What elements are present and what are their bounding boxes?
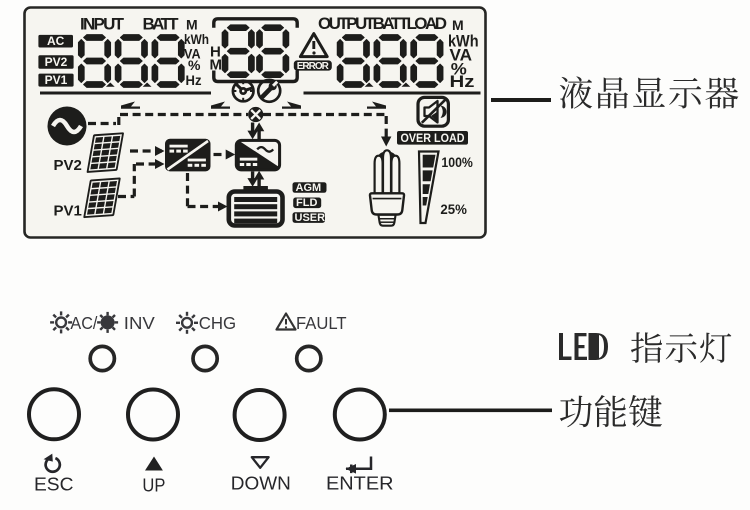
svg-text:FLD: FLD — [296, 197, 317, 209]
svg-text:PV1: PV1 — [54, 203, 82, 220]
svg-text:ESC: ESC — [34, 475, 74, 495]
svg-text:ENTER: ENTER — [326, 474, 394, 494]
svg-text:CHG: CHG — [199, 313, 236, 333]
svg-text:PV1: PV1 — [45, 73, 68, 87]
svg-text:25%: 25% — [440, 201, 467, 217]
svg-text:kWh: kWh — [448, 33, 479, 51]
svg-text:INPUT: INPUT — [80, 15, 125, 34]
svg-text:INV: INV — [124, 313, 155, 333]
svg-text:AC/: AC/ — [70, 313, 97, 333]
svg-text:VA: VA — [450, 46, 473, 64]
svg-text:AGM: AGM — [296, 182, 322, 194]
svg-text:Hz: Hz — [450, 73, 475, 91]
svg-text:Hz: Hz — [186, 72, 202, 88]
svg-text:OUTPUTBATTLOAD: OUTPUTBATTLOAD — [318, 14, 447, 33]
svg-text:BATT: BATT — [143, 15, 180, 34]
svg-text:ERROR: ERROR — [297, 61, 330, 72]
svg-text:M: M — [452, 17, 464, 33]
svg-text:VA: VA — [184, 45, 201, 61]
svg-text:H: H — [210, 44, 221, 61]
svg-text:PV2: PV2 — [54, 157, 82, 174]
svg-text:100%: 100% — [441, 154, 473, 170]
svg-text:PV2: PV2 — [45, 55, 68, 69]
svg-text:%: % — [188, 57, 201, 73]
svg-text:%: % — [451, 60, 467, 78]
svg-text:M: M — [186, 17, 198, 33]
svg-text:USER: USER — [295, 212, 326, 224]
svg-text:OVER LOAD: OVER LOAD — [401, 133, 465, 145]
svg-text:UP: UP — [142, 476, 165, 496]
svg-text:FAULT: FAULT — [296, 313, 347, 333]
svg-text:M: M — [210, 57, 223, 74]
svg-text:kWh: kWh — [184, 31, 209, 47]
svg-text:AC: AC — [47, 34, 65, 48]
svg-text:DOWN: DOWN — [231, 474, 291, 494]
